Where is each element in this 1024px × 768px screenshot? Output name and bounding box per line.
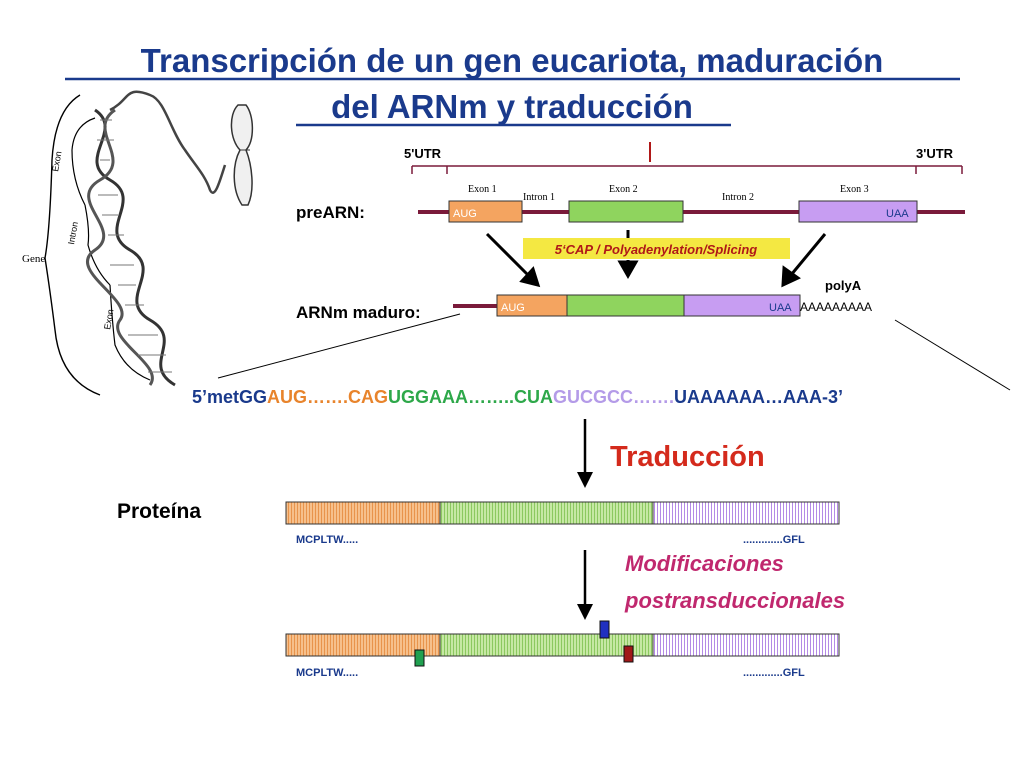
exon-label-top: Exon <box>50 150 63 172</box>
protein-domain-1 <box>285 501 441 525</box>
dna-illustration: Gene Exon Intron Exon <box>22 90 254 396</box>
sequence-exon-1: AUG…….CAG <box>267 387 388 407</box>
mature-uaa-label: UAA <box>769 302 792 314</box>
intron-label: Intron <box>66 221 80 245</box>
prearn-exon-3 <box>798 200 918 223</box>
sequence-cap: 5’metGG <box>192 387 267 407</box>
modified-protein-c-terminus: .............GFL <box>743 667 805 679</box>
mature-exon-2 <box>566 294 685 317</box>
mature-label: ARNm maduro: <box>296 303 421 322</box>
prearn-exon-1 <box>448 200 523 223</box>
gene-label: Gene <box>22 253 45 265</box>
sequence-stop-codon: UAA <box>674 387 713 407</box>
exon-3-label: Exon 3 <box>840 184 869 195</box>
zoom-line-right <box>894 319 1011 391</box>
translation-label: Traducción <box>610 441 765 473</box>
mrna-sequence: 5’metGGAUG…….CAGUGGAAA……..CUAGUCGCC…….UA… <box>192 387 843 407</box>
zoom-line-left <box>217 313 461 379</box>
modification-marker-green <box>414 649 425 667</box>
prearn-label: preARN: <box>296 203 365 222</box>
modification-marker-red <box>623 645 634 663</box>
mature-exon-3 <box>683 294 801 317</box>
sequence-exon-2: UGGAAA……..CUA <box>388 387 553 407</box>
processing-label: 5‘CAP / Polyadenylation/Splicing <box>523 238 790 259</box>
chromatin-fiber <box>109 90 227 194</box>
processing-label-text: 5‘CAP / Polyadenylation/Splicing <box>555 242 758 257</box>
translation-arrow <box>577 419 593 488</box>
title-line-2: del ARNm y traducción <box>331 88 693 125</box>
protein-n-terminus: MCPLTW..... <box>296 534 358 546</box>
exon-bracket-bottom <box>109 284 151 381</box>
modifications-line-2: postransduccionales <box>624 588 845 613</box>
sequence-exon-3: GUCGCC……. <box>553 387 674 407</box>
utr-region: 5'UTR 3'UTR <box>404 142 963 174</box>
title-line-1: Transcripción de un gen eucariota, madur… <box>141 42 884 79</box>
mature-aug-label: AUG <box>501 302 525 314</box>
prearn-row: preARN: Exon 1 Intron 1 Exon 2 Intron 2 … <box>296 184 965 223</box>
modified-protein-domain-3 <box>652 633 840 657</box>
intron-1-label: Intron 1 <box>523 192 555 203</box>
protein-bar <box>285 501 840 525</box>
modified-protein-domain-2 <box>439 633 654 657</box>
page-title: Transcripción de un gen eucariota, madur… <box>65 42 960 127</box>
exon-2-label: Exon 2 <box>609 184 638 195</box>
mature-mrna-row: ARNm maduro: AUG UAA AAAAAAAAA polyA <box>296 278 872 322</box>
intron-2-label: Intron 2 <box>722 192 754 203</box>
exon-1-label: Exon 1 <box>468 184 497 195</box>
intron-bracket <box>84 204 111 286</box>
gene-bracket <box>44 94 101 396</box>
prearn-exon-2 <box>568 200 684 223</box>
modification-arrow <box>577 550 593 620</box>
prearn-uaa-label: UAA <box>886 208 909 220</box>
protein-c-terminus: .............GFL <box>743 534 805 546</box>
polya-tail: AAAAAAAAA <box>800 300 872 314</box>
modification-marker-blue <box>599 620 610 639</box>
protein-domain-2 <box>439 501 654 525</box>
exon-label-bottom: Exon <box>102 308 115 330</box>
sequence-polya: AAAA…AAA-3’ <box>713 387 843 407</box>
modified-protein-n-terminus: MCPLTW..... <box>296 667 358 679</box>
utr-5-label: 5'UTR <box>404 146 442 161</box>
dna-double-helix-icon <box>85 108 176 387</box>
protein-domain-3 <box>652 501 840 525</box>
utr-3-label: 3'UTR <box>916 146 954 161</box>
exon-bracket-top <box>71 117 96 206</box>
chromosome-icon <box>230 104 254 206</box>
polya-label: polyA <box>825 278 862 293</box>
processing-label-background <box>523 238 790 259</box>
modified-protein-bar <box>285 620 840 667</box>
splicing-arrows <box>485 230 827 288</box>
protein-label: Proteína <box>117 500 201 523</box>
modifications-line-1: Modificaciones <box>625 551 784 576</box>
prearn-aug-label: AUG <box>453 208 477 220</box>
